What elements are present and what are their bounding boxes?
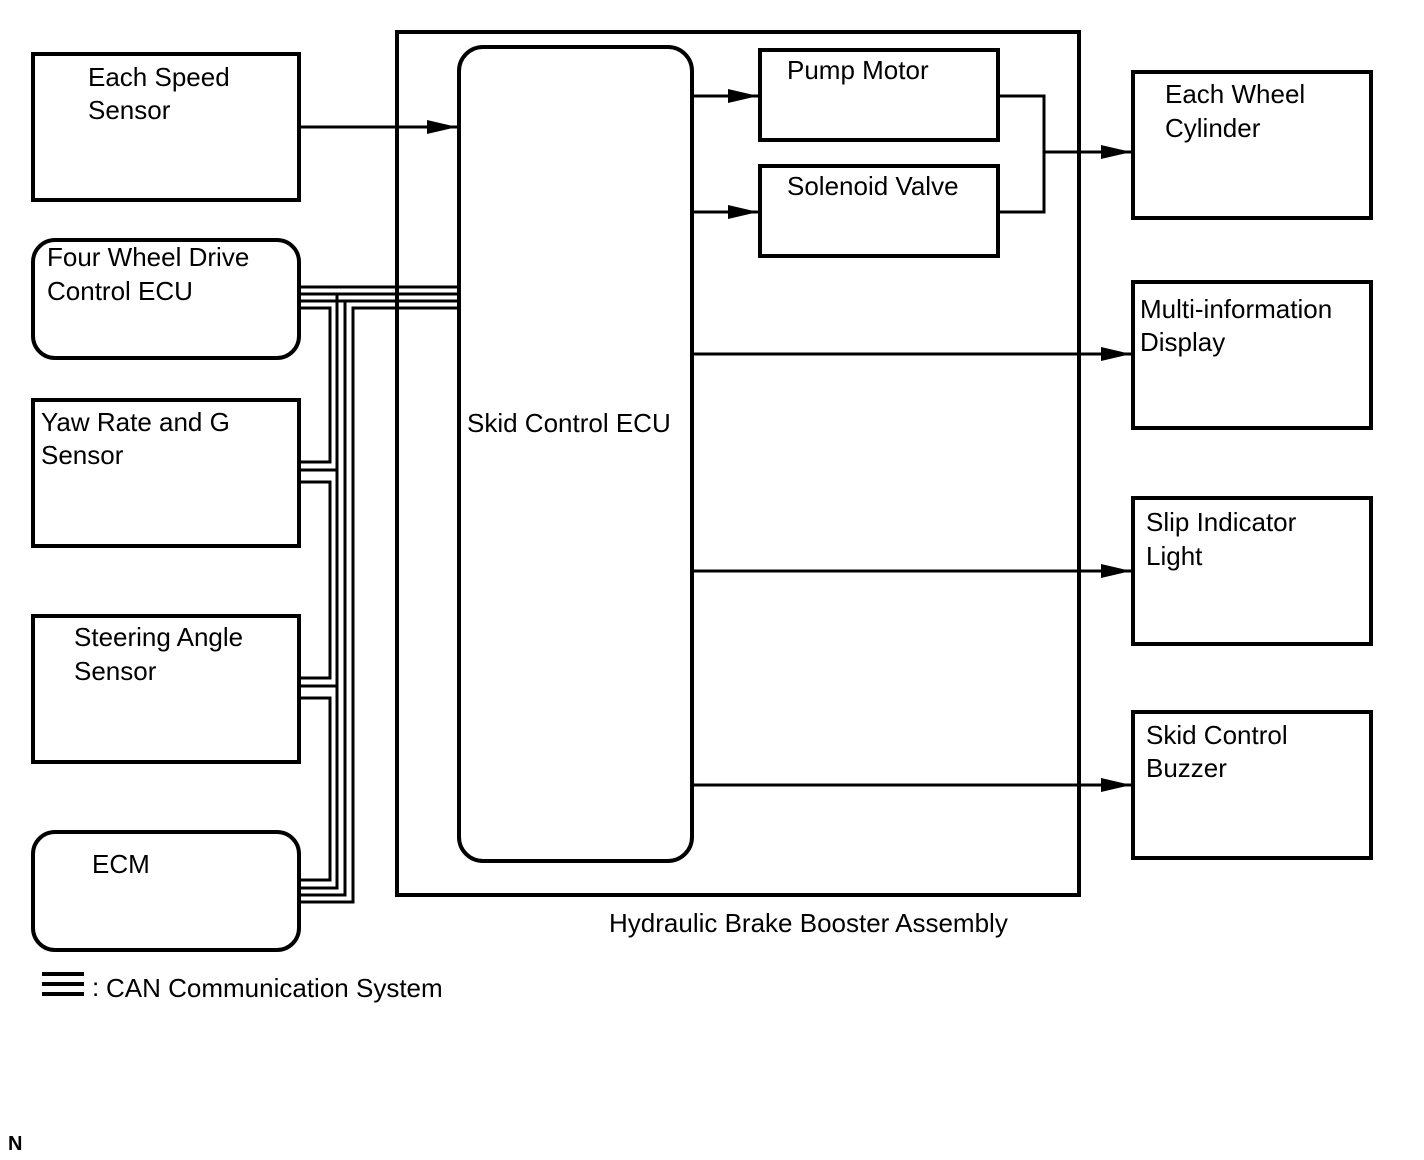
multi-information-display-label-line1: Multi-information [1140, 294, 1332, 324]
slip-indicator-light-label-line2: Light [1146, 541, 1203, 571]
assembly-label: Hydraulic Brake Booster Assembly [609, 908, 1008, 938]
each-wheel-cylinder-label-line1: Each Wheel [1165, 79, 1305, 109]
solenoid-valve-label: Solenoid Valve [787, 171, 959, 201]
four-wheel-drive-ecu-label-line2: Control ECU [47, 276, 193, 306]
ecm-label: ECM [92, 849, 150, 879]
four-wheel-drive-ecu-label-line1: Four Wheel Drive [47, 242, 249, 272]
pump-motor-box: Pump Motor [758, 48, 1000, 142]
skid-control-ecu: Skid Control ECU [457, 45, 694, 863]
yaw-rate-sensor-label-line2: Sensor [41, 440, 124, 470]
multi-information-display-box: Multi-information Display [1131, 280, 1373, 430]
steering-angle-sensor-box: Steering Angle Sensor [31, 614, 301, 764]
hydraulic-brake-booster-assembly: Hydraulic Brake Booster Assembly [395, 30, 1081, 938]
slip-indicator-light-box: Slip Indicator Light [1131, 496, 1373, 646]
legend-text: CAN Communication System [106, 973, 443, 1003]
yaw-rate-sensor-label-line1: Yaw Rate and G [41, 407, 230, 437]
skid-control-buzzer-box: Skid Control Buzzer [1131, 710, 1373, 860]
solenoid-valve-box: Solenoid Valve [758, 164, 1000, 258]
line-pump-solenoid-merge [998, 94, 1046, 214]
each-speed-sensor-label-line1: Each Speed [88, 62, 230, 92]
pump-motor-label: Pump Motor [787, 55, 929, 85]
can-legend-icon [42, 972, 84, 996]
skid-control-buzzer-label-line2: Buzzer [1146, 753, 1227, 783]
skid-control-ecu-label: Skid Control ECU [467, 408, 671, 438]
multi-information-display-label-line2: Display [1140, 327, 1225, 357]
ecm-box: ECM [31, 830, 301, 952]
legend: : CAN Communication System [42, 972, 443, 1003]
skid-control-buzzer-label-line1: Skid Control [1146, 720, 1288, 750]
signal-connections [299, 89, 1131, 792]
each-speed-sensor-box: Each Speed Sensor [31, 52, 301, 202]
corner-mark: N [8, 1133, 22, 1155]
steering-angle-sensor-label-line1: Steering Angle [74, 622, 243, 652]
four-wheel-drive-ecu-box: Four Wheel Drive Control ECU [31, 238, 301, 360]
yaw-rate-sensor-box: Yaw Rate and G Sensor [31, 398, 301, 548]
each-wheel-cylinder-label-line2: Cylinder [1165, 113, 1261, 143]
each-speed-sensor-label-line2: Sensor [88, 95, 171, 125]
slip-indicator-light-label-line1: Slip Indicator [1146, 507, 1297, 537]
can-bus-lines [299, 285, 459, 904]
each-wheel-cylinder-box: Each Wheel Cylinder [1131, 70, 1373, 220]
steering-angle-sensor-label-line2: Sensor [74, 656, 157, 686]
legend-separator: : [92, 972, 99, 1002]
